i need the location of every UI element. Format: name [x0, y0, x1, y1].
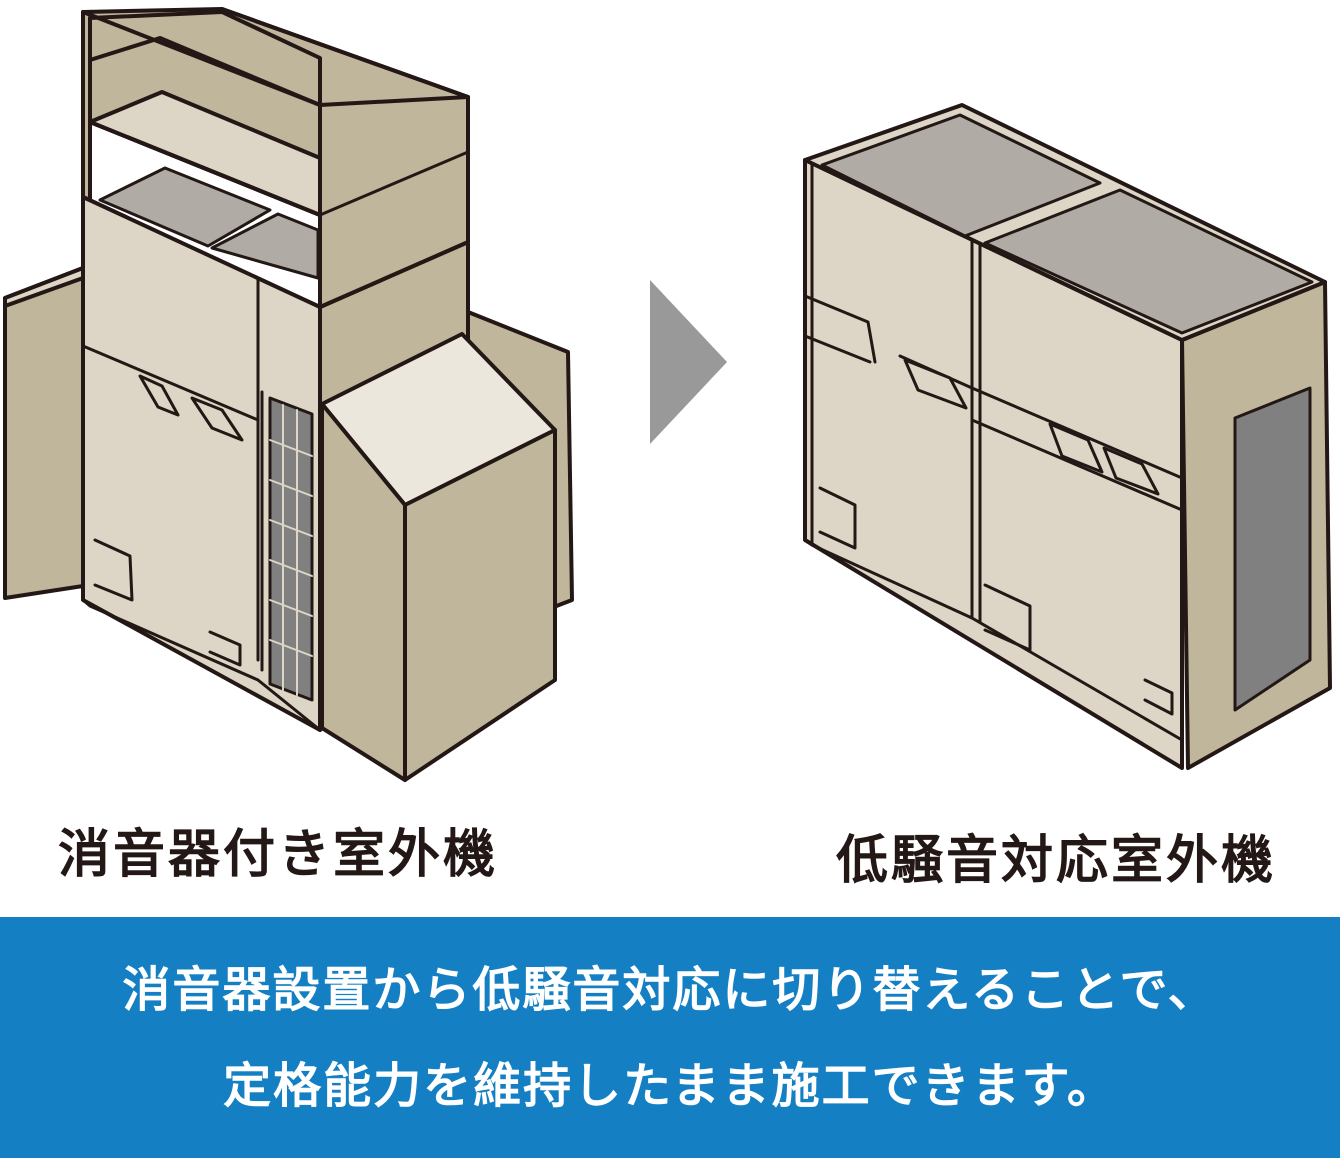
comparison-illustration — [3, 7, 1332, 782]
front-panel-details — [81, 278, 322, 732]
top-fan-left — [820, 113, 1102, 238]
top-fan-right — [983, 188, 1314, 335]
side-grille — [260, 390, 314, 702]
low-noise-unit — [803, 103, 1332, 770]
side-silencer — [320, 332, 557, 782]
banner-line-1: 消音器設置から低騒音対応に切り替えることで、 — [122, 961, 1218, 1018]
right-triangle-arrow-icon — [650, 280, 727, 444]
unit-with-silencer — [3, 7, 574, 782]
silencer-box — [81, 7, 470, 309]
front-panel-details — [803, 163, 1184, 742]
caption-low-noise-unit: 低騒音対応室外機 — [836, 831, 1277, 891]
caption-silencer-unit: 消音器付き室外機 — [58, 825, 499, 885]
left-wing — [3, 266, 85, 600]
banner-line-2: 定格能力を維持したまま施工できます。 — [223, 1057, 1117, 1114]
info-banner: 消音器設置から低騒音対応に切り替えることで、 定格能力を維持したまま施工できます… — [0, 917, 1340, 1158]
top-opening-left — [98, 166, 272, 248]
side-vent — [1233, 386, 1312, 712]
